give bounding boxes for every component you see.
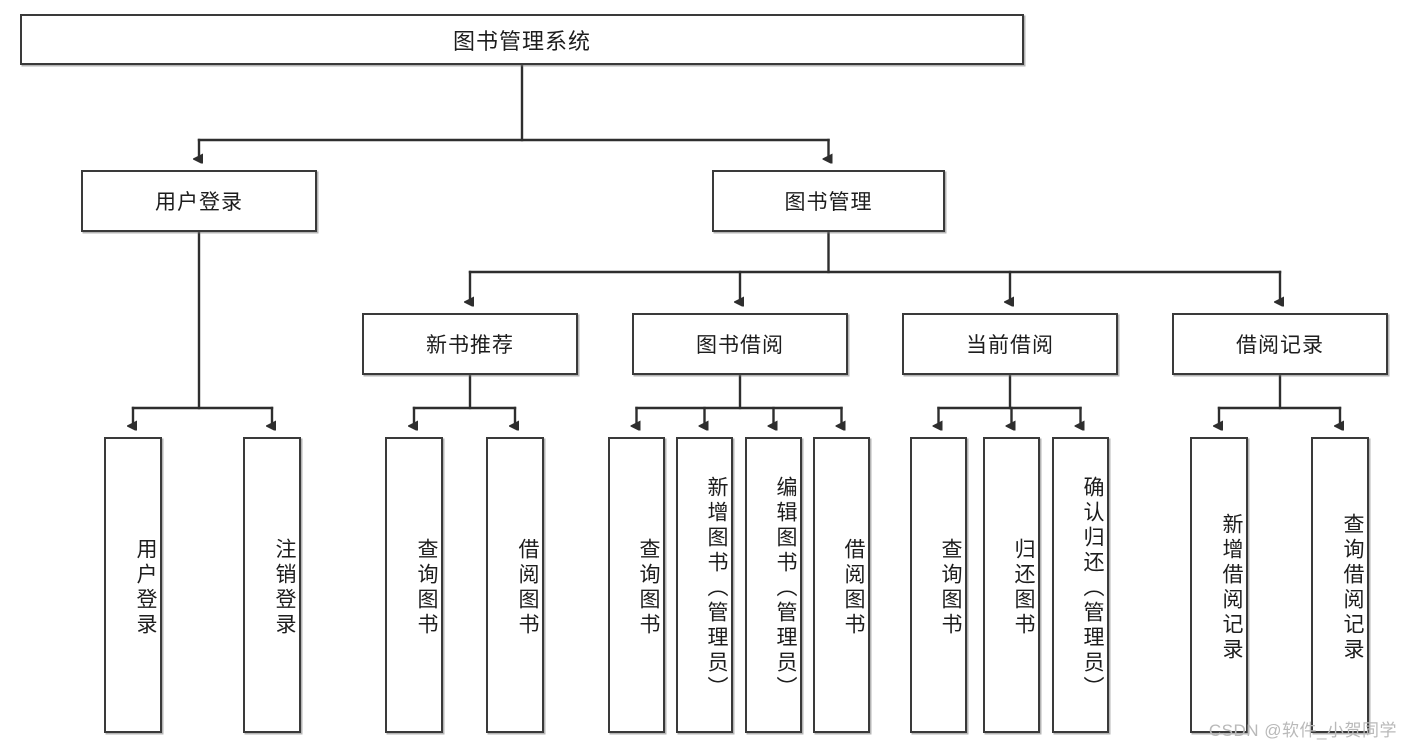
node-borrow-record[interactable]: 借阅记录: [1172, 313, 1388, 375]
leaf-recommend-borrow-book[interactable]: 借阅图书: [486, 437, 544, 733]
leaf-record-query-borrow-record[interactable]: 查询借阅记录: [1311, 437, 1369, 733]
leaf-user-login[interactable]: 用户登录: [104, 437, 162, 733]
node-book-manage[interactable]: 图书管理: [712, 170, 945, 232]
leaf-recommend-query-book[interactable]: 查询图书: [385, 437, 443, 733]
leaf-borrow-edit-book-admin[interactable]: 编辑图书（管理员）: [745, 437, 802, 733]
node-new-book-recommend[interactable]: 新书推荐: [362, 313, 578, 375]
node-current-borrow[interactable]: 当前借阅: [902, 313, 1118, 375]
leaf-record-add-borrow-record[interactable]: 新增借阅记录: [1190, 437, 1248, 733]
leaf-borrow-borrow-book[interactable]: 借阅图书: [813, 437, 870, 733]
leaf-current-confirm-return-admin[interactable]: 确认归还（管理员）: [1052, 437, 1109, 733]
watermark: CSDN @软件_小贺同学: [1208, 721, 1397, 740]
leaf-user-logout[interactable]: 注销登录: [243, 437, 301, 733]
node-root[interactable]: 图书管理系统: [20, 14, 1024, 65]
node-book-borrow[interactable]: 图书借阅: [632, 313, 848, 375]
leaf-borrow-add-book-admin[interactable]: 新增图书（管理员）: [676, 437, 733, 733]
leaf-current-query-book[interactable]: 查询图书: [910, 437, 967, 733]
leaf-current-return-book[interactable]: 归还图书: [983, 437, 1040, 733]
leaf-borrow-query-book[interactable]: 查询图书: [608, 437, 665, 733]
node-user-login[interactable]: 用户登录: [81, 170, 317, 232]
